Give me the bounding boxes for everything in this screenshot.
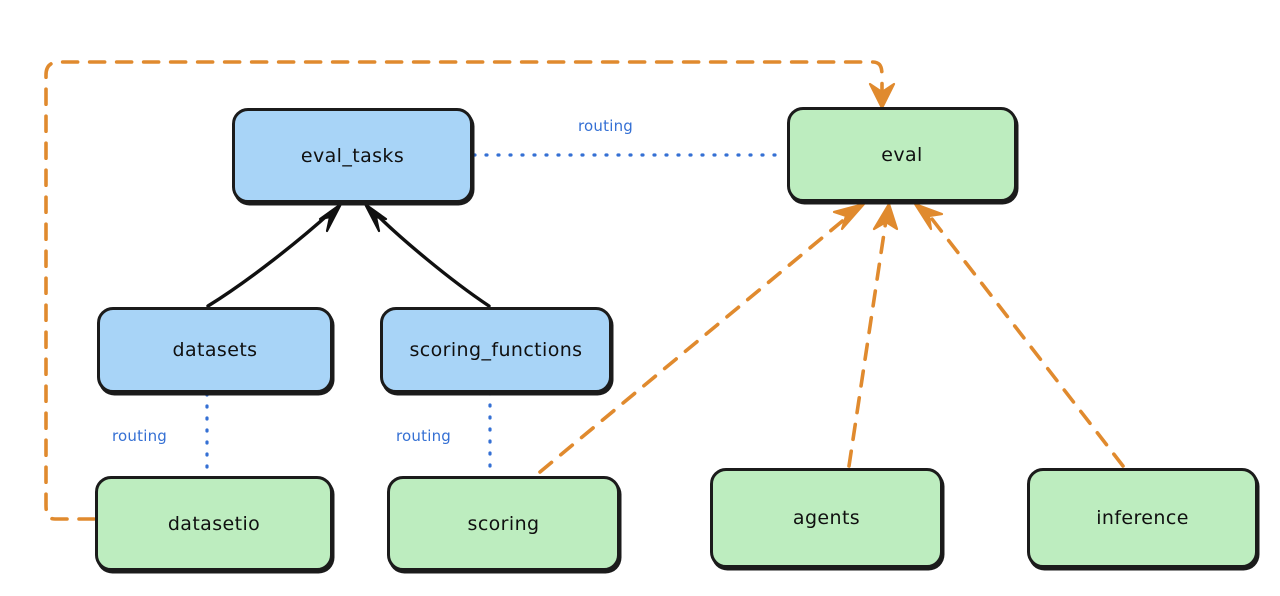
edge-datasets-to-eval-tasks xyxy=(206,202,343,308)
edge-scoring-functions-to-eval-tasks xyxy=(363,202,491,308)
node-label-datasetio: datasetio xyxy=(167,512,261,535)
node-scoring[interactable]: scoring xyxy=(387,476,620,571)
node-agents[interactable]: agents xyxy=(710,468,943,568)
edge-label-routing-scoring-functions-scoring: routing xyxy=(396,427,451,445)
node-eval[interactable]: eval xyxy=(787,107,1017,202)
node-label-scoring-functions: scoring_functions xyxy=(409,339,583,361)
node-label-inference: inference xyxy=(1096,507,1189,529)
node-datasetio[interactable]: datasetio xyxy=(95,476,333,571)
edge-label-routing-datasets-datasetio: routing xyxy=(112,427,167,445)
node-datasets[interactable]: datasets xyxy=(97,307,333,393)
node-label-eval: eval xyxy=(881,143,923,166)
edge-agents-to-eval-dependency xyxy=(847,202,899,468)
node-label-agents: agents xyxy=(792,507,861,529)
node-inference[interactable]: inference xyxy=(1027,468,1258,568)
edge-inference-to-eval-dependency xyxy=(913,202,1125,468)
node-label-eval-tasks: eval_tasks xyxy=(300,144,405,167)
node-eval-tasks[interactable]: eval_tasks xyxy=(232,108,473,203)
node-scoring-functions[interactable]: scoring_functions xyxy=(380,307,612,393)
node-label-datasets: datasets xyxy=(172,339,258,361)
edge-label-routing-eval-tasks-eval: routing xyxy=(578,117,633,135)
node-label-scoring: scoring xyxy=(467,512,540,535)
